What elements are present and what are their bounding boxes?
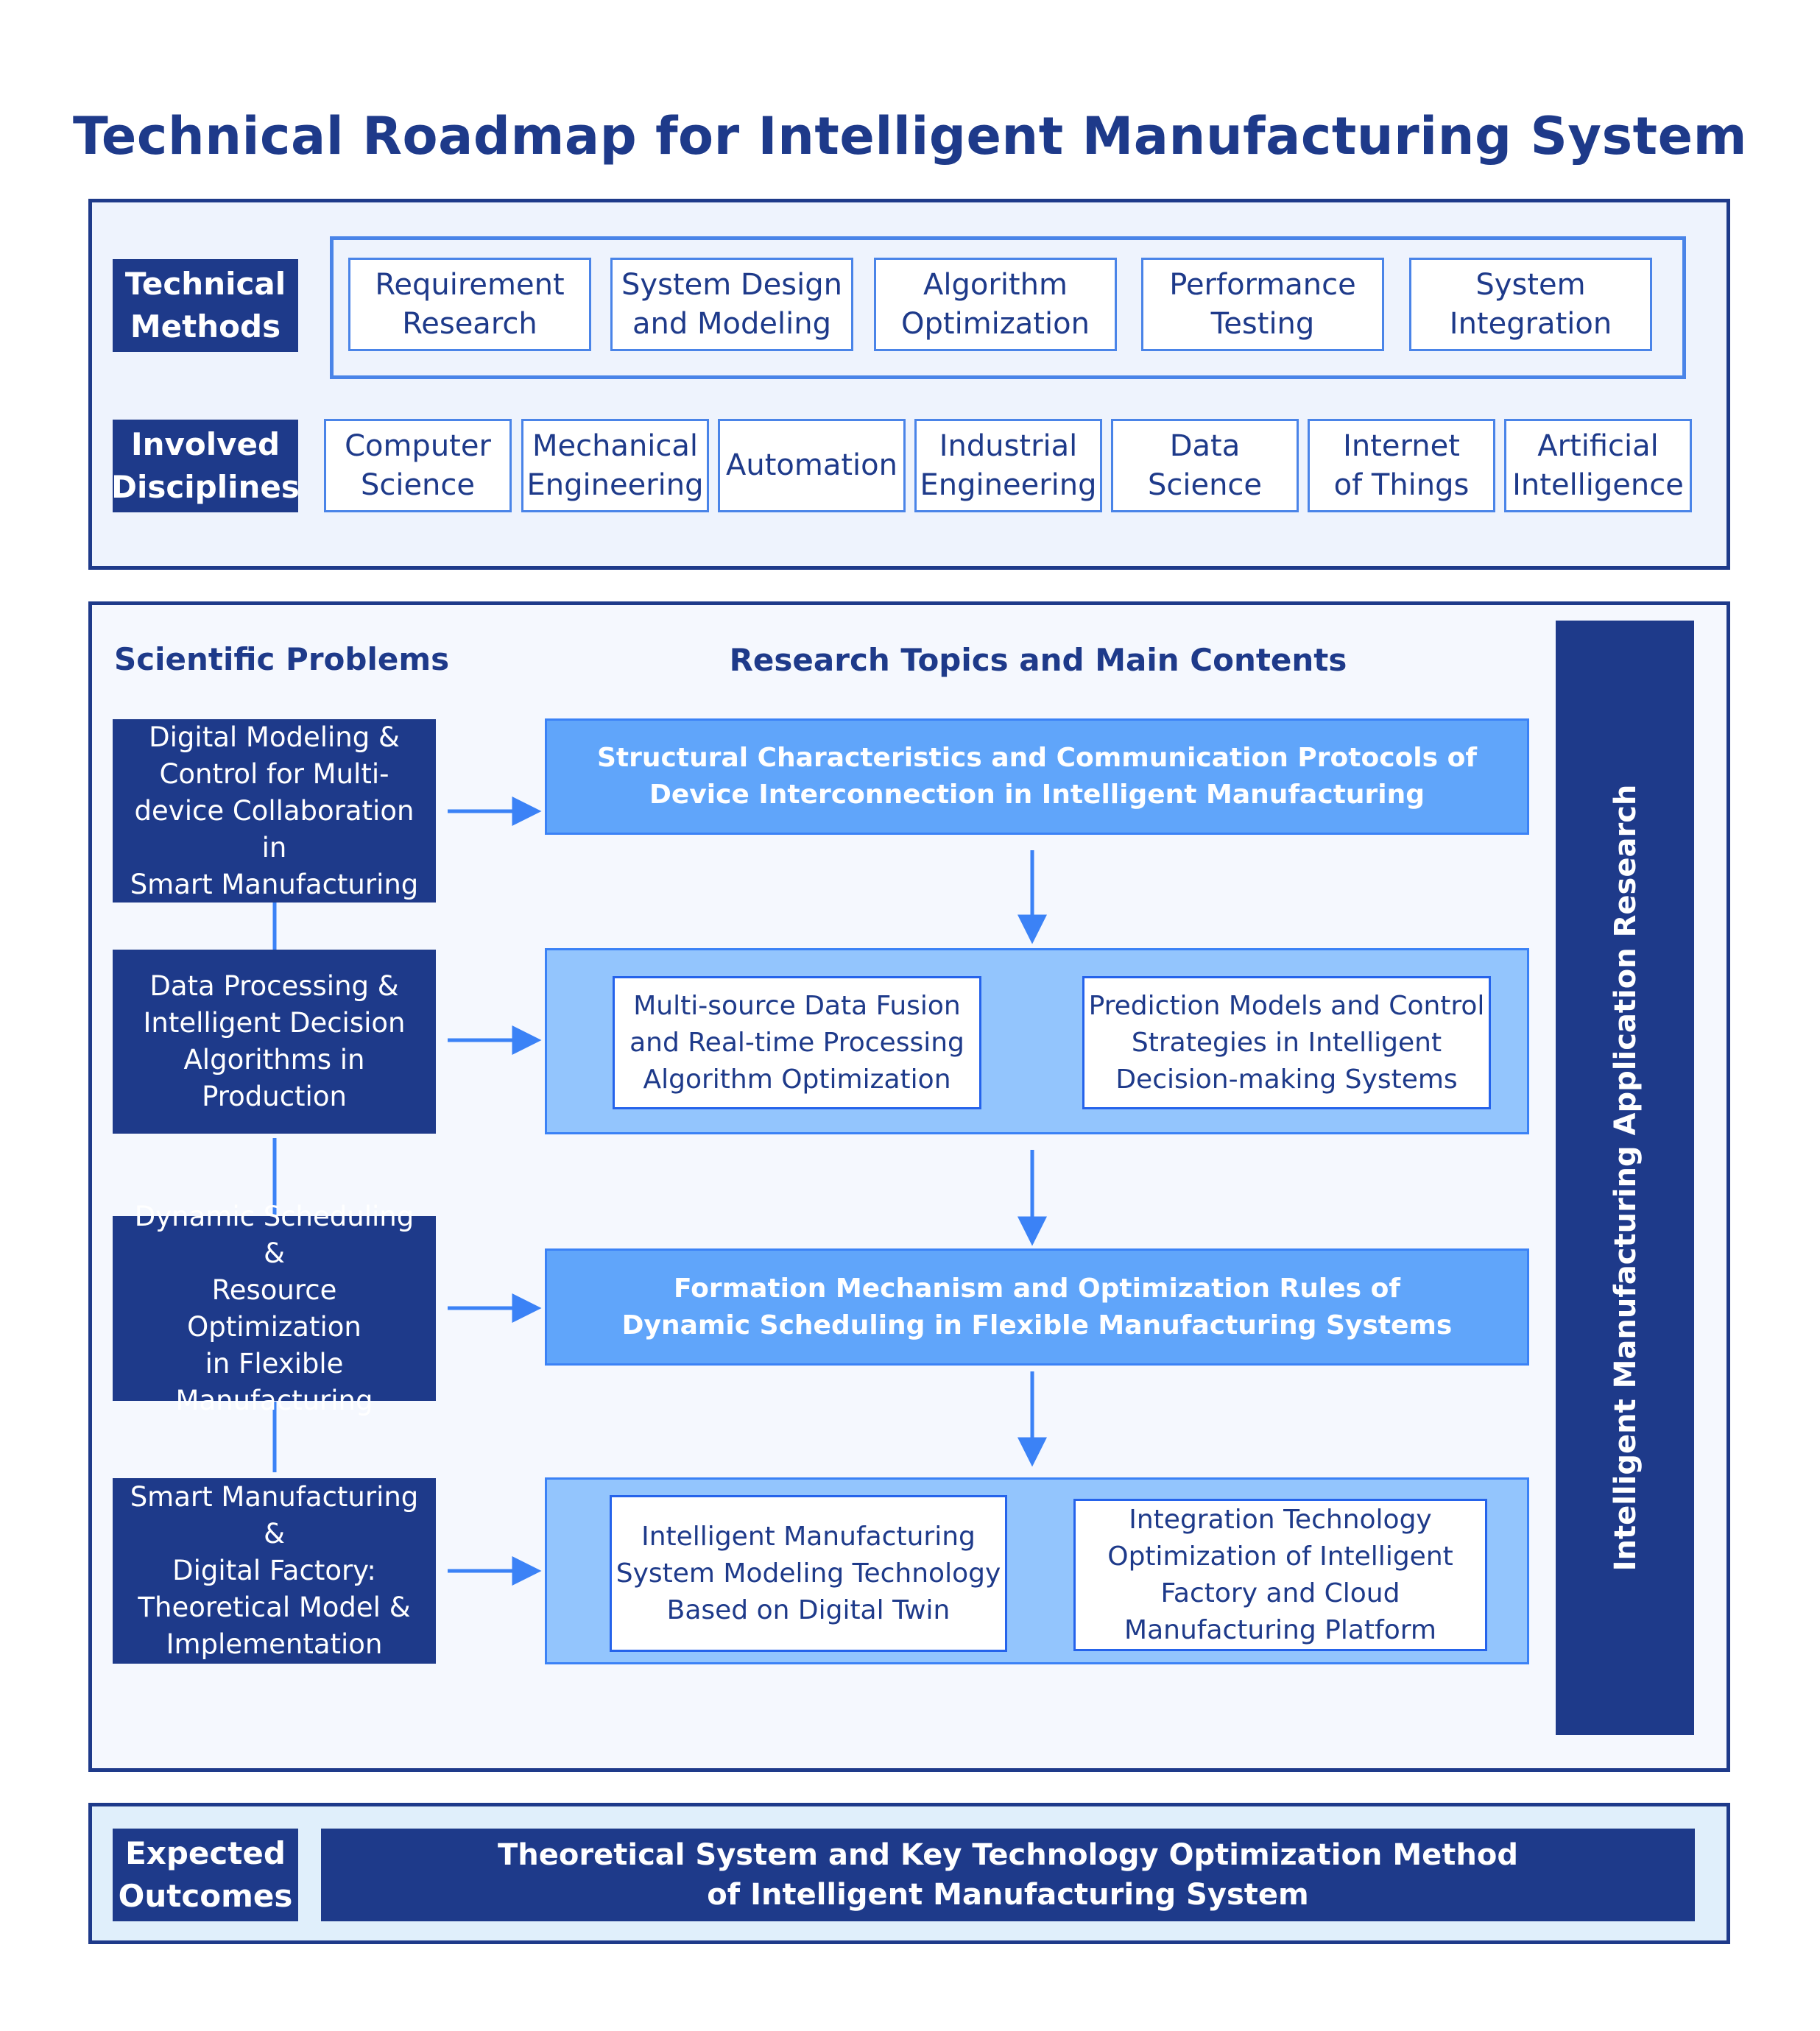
problem-4: Smart Manufacturing & Digital Factory: T… <box>113 1478 436 1664</box>
topic-1: Structural Characteristics and Communica… <box>545 718 1529 835</box>
discipline-automation: Automation <box>718 419 906 512</box>
technical-methods-group <box>330 236 1686 379</box>
method-algorithm-optimization: Algorithm Optimization <box>874 258 1117 351</box>
topic-4-right: Integration Technology Optimization of I… <box>1073 1499 1487 1651</box>
discipline-artificial-intelligence: Artificial Intelligence <box>1504 419 1692 512</box>
topic-2-left: Multi-source Data Fusion and Real-time P… <box>613 976 981 1109</box>
problem-1: Digital Modeling & Control for Multi- de… <box>113 719 436 903</box>
topic-2-right: Prediction Models and Control Strategies… <box>1082 976 1491 1109</box>
method-requirement-research: Requirement Research <box>348 258 591 351</box>
problem-3: Dynamic Scheduling & Resource Optimizati… <box>113 1201 436 1416</box>
page-title: Technical Roadmap for Intelligent Manufa… <box>72 106 1748 166</box>
method-system-design: System Design and Modeling <box>610 258 853 351</box>
method-performance-testing: Performance Testing <box>1141 258 1384 351</box>
topic-3: Formation Mechanism and Optimization Rul… <box>545 1248 1529 1366</box>
expected-outcome-text: Theoretical System and Key Technology Op… <box>321 1829 1695 1921</box>
method-system-integration: System Integration <box>1409 258 1652 351</box>
technical-methods-label: Technical Methods <box>113 259 298 352</box>
discipline-internet-of-things: Internet of Things <box>1308 419 1495 512</box>
expected-outcomes-label: Expected Outcomes <box>113 1829 298 1921</box>
application-research-label: Intelligent Manufacturing Application Re… <box>1609 784 1643 1572</box>
research-topics-heading: Research Topics and Main Contents <box>729 641 1347 678</box>
involved-disciplines-label: Involved Disciplines <box>111 420 300 512</box>
scientific-problems-heading: Scientific Problems <box>114 641 450 677</box>
discipline-mechanical-engineering: Mechanical Engineering <box>521 419 709 512</box>
discipline-data-science: Data Science <box>1111 419 1299 512</box>
discipline-computer-science: Computer Science <box>324 419 512 512</box>
discipline-industrial-engineering: Industrial Engineering <box>914 419 1102 512</box>
topic-4-left: Intelligent Manufacturing System Modelin… <box>610 1495 1007 1652</box>
application-research-bar <box>1556 621 1694 1735</box>
problem-2: Data Processing & Intelligent Decision A… <box>113 950 436 1134</box>
